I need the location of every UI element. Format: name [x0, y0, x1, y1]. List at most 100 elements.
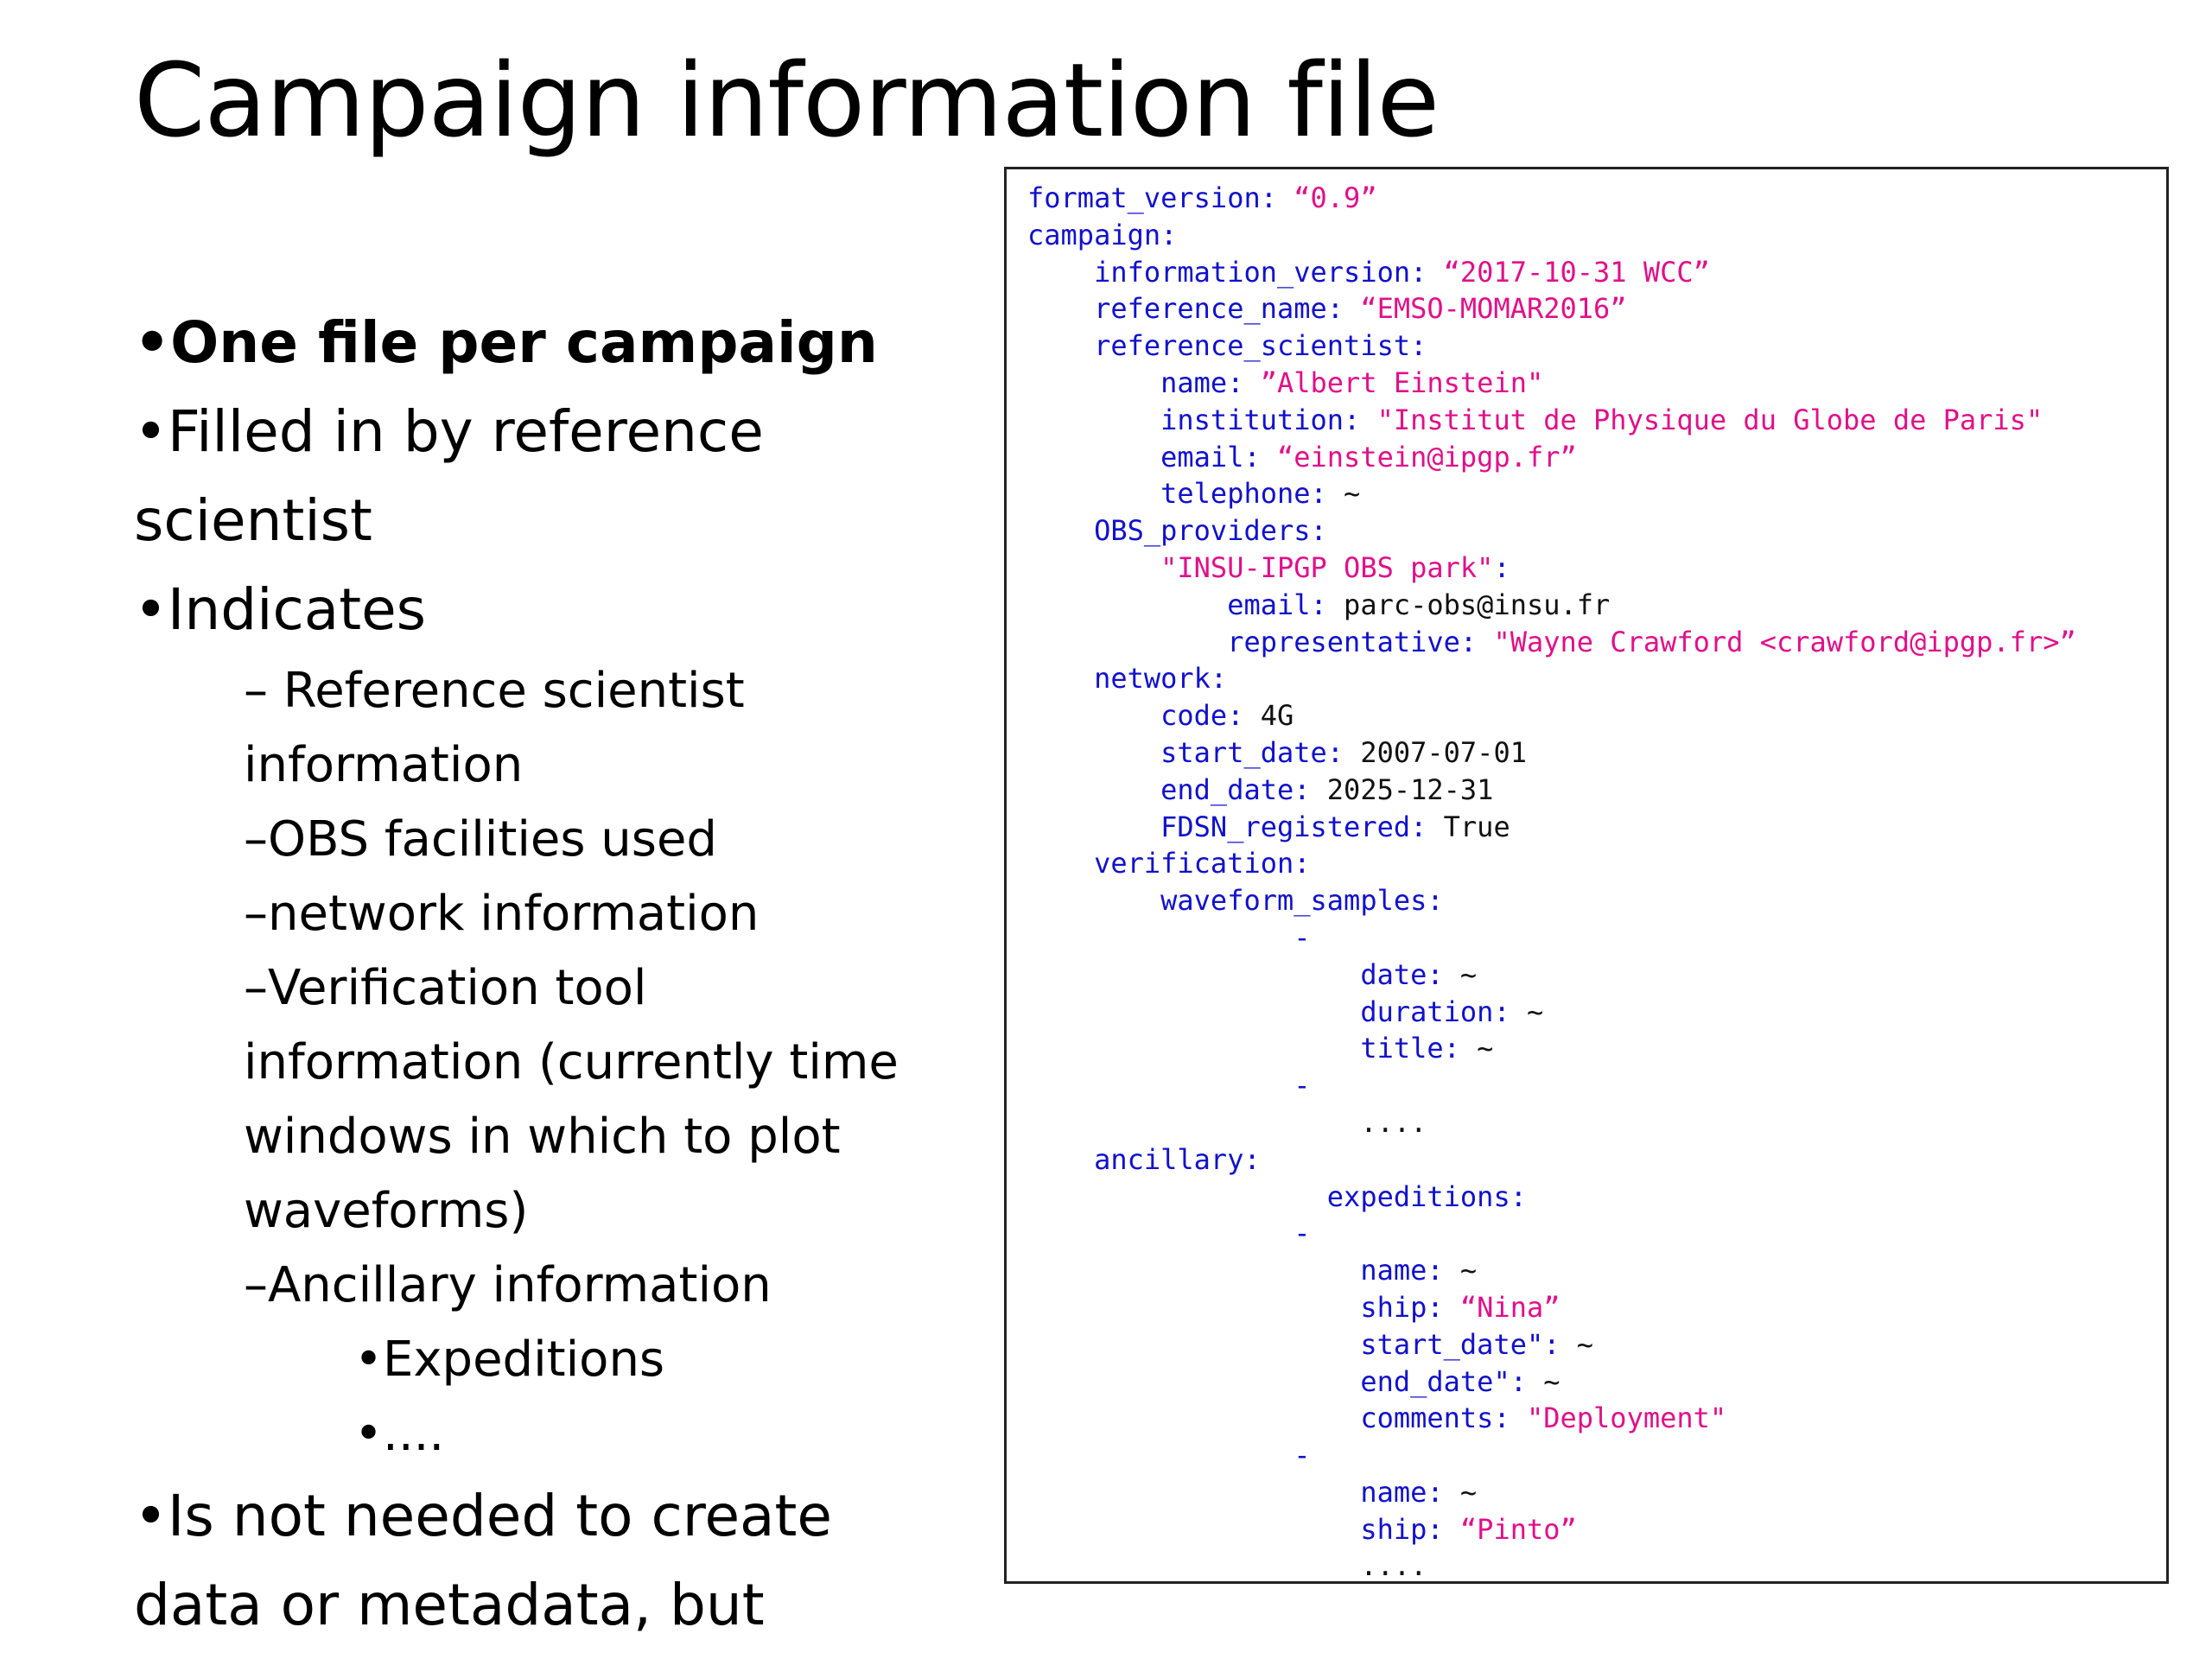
code-line: -	[1027, 1437, 2166, 1474]
code-line: ....	[1027, 1548, 2166, 1583]
code-key: end_date:	[1160, 772, 1311, 806]
code-value: "Institut de Physique du Globe de Paris"	[1360, 403, 2044, 436]
code-key: comments:	[1360, 1402, 1510, 1435]
code-line: start_date: 2007-07-01	[1027, 734, 2166, 772]
code-line: name: ~	[1027, 1474, 2166, 1511]
code-key: start_date:	[1160, 735, 1344, 769]
bullet-list: •One file per campaign•Filled in by refe…	[134, 298, 998, 1649]
bullet-item-level-3: •....	[354, 1406, 445, 1462]
bullet-item-level-2: –OBS facilities used	[244, 811, 717, 868]
code-key: reference_scientist:	[1094, 329, 1427, 363]
code-value: ~	[1459, 1032, 1494, 1065]
code-line: start_date": ~	[1027, 1326, 2166, 1363]
code-line: institution: "Institut de Physique du Gl…	[1027, 402, 2166, 439]
bullet-item-level-2: –Ancillary information	[244, 1257, 772, 1313]
code-value: ~	[1326, 477, 1361, 511]
code-key: FDSN_registered:	[1160, 810, 1427, 843]
code-value: "Wayne Crawford <crawford@ipgp.fr>”	[1477, 625, 2076, 658]
code-key: date:	[1360, 957, 1444, 991]
code-value: ~	[1560, 1327, 1594, 1361]
code-key: "INSU-IPGP OBS park"	[1160, 550, 1494, 584]
code-key: name:	[1360, 1254, 1444, 1287]
code-key: name:	[1360, 1475, 1444, 1509]
code-line: name: ”Albert Einstein"	[1027, 365, 2166, 402]
code-key: code:	[1160, 699, 1244, 733]
code-value: True	[1427, 810, 1510, 843]
bullet-item-level-1: data or metadata, but	[134, 1572, 765, 1638]
slide-title: Campaign information file	[134, 41, 1440, 160]
code-key: campaign:	[1027, 218, 1178, 251]
code-line: ....	[1027, 1104, 2166, 1141]
code-key: title:	[1360, 1032, 1460, 1065]
code-key: waveform_samples:	[1160, 884, 1444, 918]
code-key: reference_name:	[1094, 292, 1344, 326]
code-line: end_date": ~	[1027, 1363, 2166, 1401]
bullet-item-level-2: – Reference scientist	[244, 663, 745, 719]
code-line: ancillary:	[1027, 1141, 2166, 1179]
code-line: name: ~	[1027, 1252, 2166, 1289]
bullet-item-level-2: –Verification tool	[244, 960, 647, 1016]
code-line: -	[1027, 1215, 2166, 1252]
code-value: ~	[1526, 1364, 1560, 1398]
code-key: expeditions:	[1326, 1179, 1527, 1213]
bullet-item-level-2: –network information	[244, 886, 760, 942]
code-line: ship: “Nina”	[1027, 1289, 2166, 1326]
code-value: :	[1493, 550, 1510, 584]
code-value: ~	[1443, 957, 1478, 991]
code-key: name:	[1160, 365, 1244, 399]
code-line: -	[1027, 1067, 2166, 1104]
code-line: code: 4G	[1027, 697, 2166, 734]
code-value: “0.9”	[1276, 181, 1377, 214]
code-line: telephone: ~	[1027, 475, 2166, 512]
code-key: ship:	[1360, 1512, 1444, 1546]
code-value: “2017-10-31 WCC”	[1427, 255, 1710, 289]
code-line: representative: "Wayne Crawford <crawfor…	[1027, 624, 2166, 661]
code-key: ship:	[1360, 1290, 1444, 1324]
bullet-item-level-3: •Expeditions	[354, 1332, 665, 1388]
code-key: verification:	[1094, 847, 1311, 880]
code-key: -	[1294, 1439, 1311, 1472]
code-line: email: “einstein@ipgp.fr”	[1027, 439, 2166, 476]
code-key: information_version:	[1094, 255, 1427, 289]
code-value: parc-obs@insu.fr	[1326, 588, 1611, 621]
bullet-item-level-1: •Indicates	[134, 576, 427, 643]
code-key: institution:	[1160, 403, 1361, 436]
bullet-item-level-2: information	[244, 737, 524, 793]
bullet-item-level-2: waveforms)	[244, 1183, 529, 1239]
code-value: 2007-07-01	[1344, 735, 1527, 769]
code-line: duration: ~	[1027, 994, 2166, 1031]
code-value: "Deployment"	[1510, 1402, 1727, 1435]
bullet-item-level-2: windows in which to plot	[244, 1109, 841, 1165]
bullet-item-level-2: information (currently time	[244, 1034, 899, 1090]
code-value: “Nina”	[1443, 1290, 1560, 1324]
code-line: date: ~	[1027, 957, 2166, 994]
code-line: title: ~	[1027, 1030, 2166, 1067]
code-line: waveform_samples:	[1027, 882, 2166, 919]
code-key: -	[1294, 1069, 1311, 1103]
code-line: network:	[1027, 660, 2166, 697]
code-value: ~	[1510, 995, 1544, 1028]
code-line: ship: “Pinto”	[1027, 1511, 2166, 1548]
bullet-item-level-1: •Is not needed to create	[134, 1483, 832, 1549]
code-value: 4G	[1243, 699, 1294, 733]
code-line: "INSU-IPGP OBS park":	[1027, 550, 2166, 587]
code-key: ancillary:	[1094, 1142, 1261, 1176]
code-value: 2025-12-31	[1310, 772, 1494, 806]
code-line: format_version: “0.9”	[1027, 180, 2166, 217]
code-key: end_date":	[1360, 1364, 1527, 1398]
code-key: email:	[1160, 440, 1261, 474]
code-line: comments: "Deployment"	[1027, 1400, 2166, 1437]
code-key: format_version:	[1027, 181, 1277, 214]
code-line: FDSN_registered: True	[1027, 809, 2166, 846]
code-key: representative:	[1227, 625, 1478, 658]
code-line: information_version: “2017-10-31 WCC”	[1027, 254, 2166, 291]
code-key: start_date":	[1360, 1327, 1560, 1361]
code-value: “einstein@ipgp.fr”	[1260, 440, 1577, 474]
code-key: OBS_providers:	[1094, 514, 1327, 548]
code-line: verification:	[1027, 845, 2166, 882]
code-value: ~	[1443, 1254, 1478, 1287]
code-value: ~	[1443, 1475, 1478, 1509]
code-key: -	[1294, 920, 1311, 954]
code-value: ....	[1360, 1549, 1427, 1583]
code-key: telephone:	[1160, 477, 1327, 511]
